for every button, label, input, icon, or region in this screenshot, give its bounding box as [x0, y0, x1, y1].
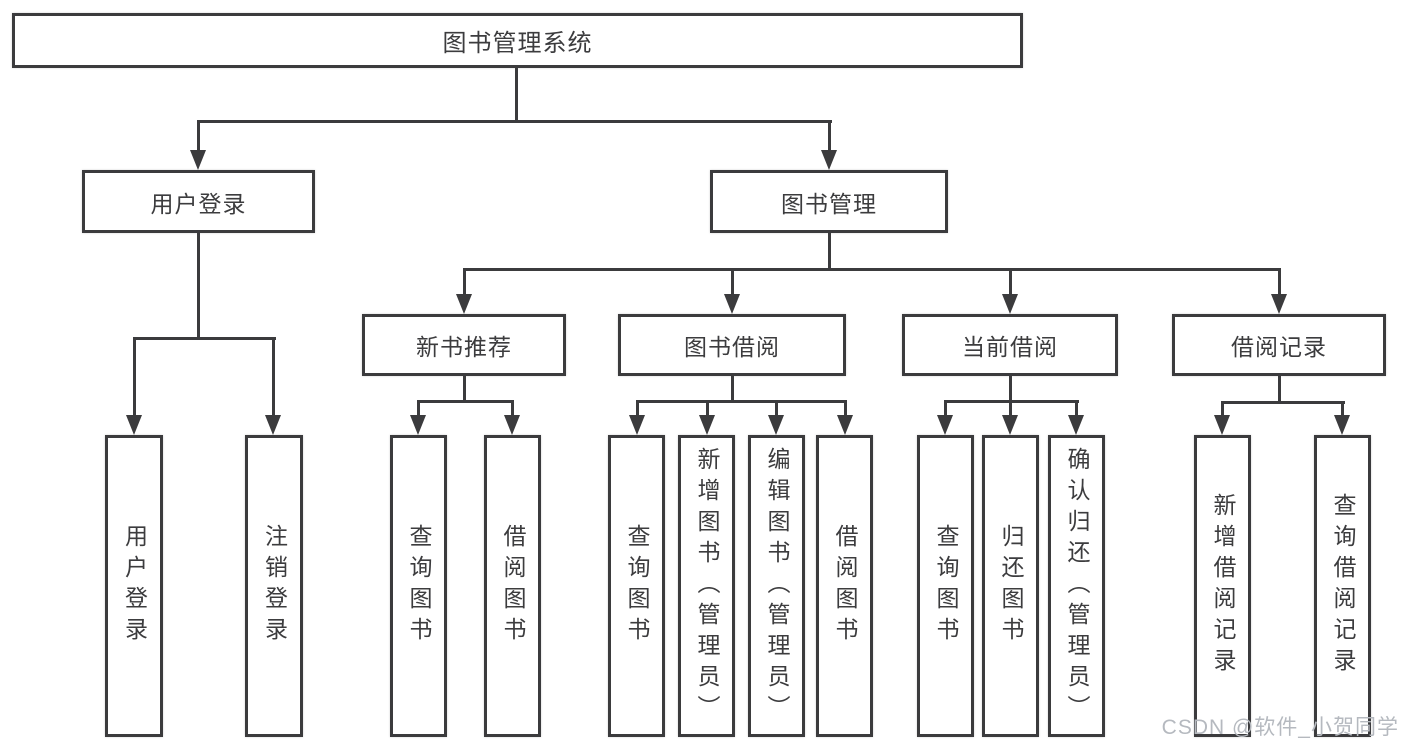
arrow-down-icon [937, 415, 953, 435]
connector-leaf-drop [844, 400, 847, 416]
connector-root-stem [515, 68, 518, 120]
node-new-book-recommend: 新书推荐 [362, 314, 566, 376]
connector-leaf-drop [775, 400, 778, 416]
node-label: 查询图书 [933, 524, 959, 648]
leaf-query-books-borrowing: 查询图书 [608, 435, 665, 737]
node-label: 当前借阅 [962, 334, 1058, 360]
connector-book-mgmt-stem [828, 233, 831, 268]
arrow-down-icon [724, 294, 740, 314]
node-label: 确认归还（管理员） [1064, 446, 1090, 726]
arrow-down-icon [1334, 415, 1350, 435]
connector-user-login-stem [197, 233, 200, 337]
arrow-down-icon [1214, 415, 1230, 435]
leaf-confirm-return-admin: 确认归还（管理员） [1048, 435, 1105, 737]
connector-leaf-drop [636, 400, 639, 416]
arrow-down-icon [699, 415, 715, 435]
arrow-down-icon [768, 415, 784, 435]
leaf-borrow-books-recommend: 借阅图书 [484, 435, 541, 737]
arrow-down-icon [837, 415, 853, 435]
leaf-logout: 注销登录 [245, 435, 303, 737]
arrow-down-icon [126, 415, 142, 435]
connector-borrow-records-drop [1278, 268, 1281, 295]
connector-borrow-records-stem [1278, 376, 1281, 402]
leaf-borrow-books: 借阅图书 [816, 435, 873, 737]
connector-leaf-drop [1009, 400, 1012, 416]
arrow-down-icon [1002, 415, 1018, 435]
node-label: 图书管理系统 [442, 30, 593, 57]
node-label: 注销登录 [261, 524, 288, 648]
connector-book-borrow-stem [731, 376, 734, 400]
connector-book-borrow-drop [731, 268, 734, 295]
connector-book-mgmt-rail [463, 268, 1281, 271]
connector-leaf-drop [944, 400, 947, 416]
node-label: 查询图书 [624, 524, 650, 648]
connector-leaf-drop [511, 400, 514, 416]
connector-root-rail [197, 120, 832, 123]
leaf-return-books: 归还图书 [982, 435, 1039, 737]
arrow-down-icon [1271, 294, 1287, 314]
connector-new-book-stem [463, 376, 466, 400]
connector-leaf-drop [417, 400, 420, 416]
node-label: 查询借阅记录 [1330, 493, 1356, 679]
arrow-down-icon [190, 150, 206, 170]
leaf-query-borrow-record: 查询借阅记录 [1314, 435, 1371, 737]
connector-leaf-drop [1075, 400, 1078, 416]
arrow-down-icon [265, 415, 281, 435]
connector-current-borrow-stem [1009, 376, 1012, 400]
leaf-query-books-current: 查询图书 [917, 435, 974, 737]
connector-leaf-drop [706, 400, 709, 416]
arrow-down-icon [821, 150, 837, 170]
leaf-add-borrow-record: 新增借阅记录 [1194, 435, 1251, 737]
node-label: 借阅图书 [832, 524, 858, 648]
node-label: 查询图书 [406, 524, 432, 648]
arrow-down-icon [456, 294, 472, 314]
connector-user-login-drop [197, 120, 200, 151]
arrow-down-icon [410, 415, 426, 435]
node-user-login: 用户登录 [82, 170, 315, 233]
arrow-down-icon [1002, 294, 1018, 314]
node-label: 新增借阅记录 [1210, 493, 1236, 679]
connector-new-book-drop [463, 268, 466, 295]
leaf-add-books-admin: 新增图书（管理员） [678, 435, 735, 737]
node-label: 归还图书 [998, 524, 1024, 648]
node-book-borrowing: 图书借阅 [618, 314, 846, 376]
node-label: 用户登录 [121, 524, 148, 648]
connector-book-borrow-rail [636, 400, 847, 403]
connector-leaf-drop [272, 337, 275, 416]
node-current-borrowing: 当前借阅 [902, 314, 1118, 376]
connector-book-mgmt-drop [828, 120, 831, 151]
csdn-watermark: CSDN @软件_小贺同学 [1161, 716, 1399, 739]
arrow-down-icon [629, 415, 645, 435]
node-label: 新增图书（管理员） [694, 446, 720, 726]
connector-leaf-drop [1341, 401, 1344, 416]
node-book-management: 图书管理 [710, 170, 948, 233]
arrow-down-icon [1068, 415, 1084, 435]
node-label: 借阅记录 [1231, 334, 1327, 360]
connector-borrow-records-rail [1221, 401, 1345, 404]
node-label: 图书借阅 [684, 334, 780, 360]
node-label: 用户登录 [150, 190, 247, 217]
leaf-edit-books-admin: 编辑图书（管理员） [748, 435, 805, 737]
node-label: 编辑图书（管理员） [764, 446, 790, 726]
connector-leaf-drop [1221, 401, 1224, 416]
arrow-down-icon [504, 415, 520, 435]
connector-new-book-rail [417, 400, 514, 403]
node-label: 新书推荐 [416, 334, 512, 360]
leaf-user-login: 用户登录 [105, 435, 163, 737]
node-borrowing-records: 借阅记录 [1172, 314, 1386, 376]
connector-leaf-drop [133, 337, 136, 416]
leaf-query-books-recommend: 查询图书 [390, 435, 447, 737]
node-label: 图书管理 [781, 190, 877, 217]
connector-user-login-rail [133, 337, 276, 340]
connector-current-borrow-drop [1009, 268, 1012, 295]
node-library-system: 图书管理系统 [12, 13, 1023, 68]
node-label: 借阅图书 [500, 524, 526, 648]
